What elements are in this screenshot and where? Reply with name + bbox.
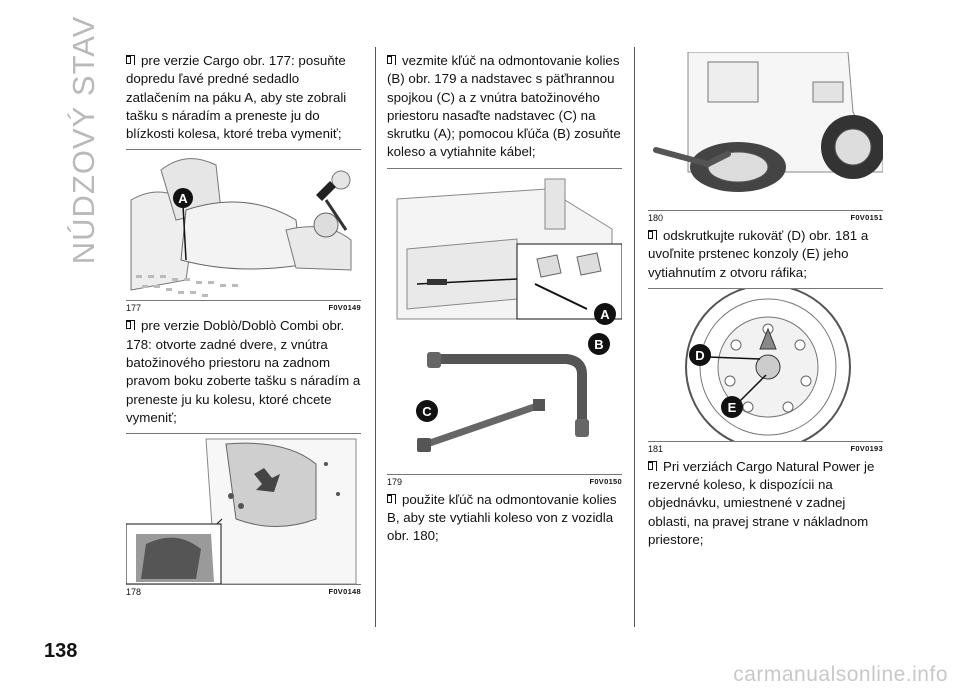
paragraph-text: pre verzie Doblò/Doblò Combi obr. 178: o…: [126, 318, 361, 425]
marker-b-icon: [588, 332, 610, 355]
marker-a-icon: [594, 302, 616, 325]
figure-code: F0V0150: [589, 476, 622, 486]
figure-178: [126, 433, 361, 585]
paragraph-text: Pri verziách Cargo Natural Power je reze…: [648, 458, 875, 548]
figure-code: F0V0151: [850, 213, 883, 222]
bullet-icon: [126, 320, 135, 331]
paragraph-text: vezmite kľúč na odmontovanie kolies (B) …: [387, 53, 621, 160]
paragraph-text: odskrutkujte rukoväť (D) obr. 181 a uvoľ…: [648, 228, 869, 280]
spare-wheel-bracket-illustration: D E: [648, 288, 883, 441]
paragraph: použite kľúč na odmontovanie kolies B, a…: [387, 491, 622, 546]
figure-code: F0V0193: [850, 443, 883, 453]
marker-a-label: A: [178, 191, 188, 206]
figure-180: [648, 52, 883, 210]
column-divider: [634, 47, 635, 627]
figure-number: 181: [648, 443, 664, 454]
column-1: pre verzie Cargo obr. 177: posuňte dopre…: [126, 52, 361, 601]
figure-caption: 178 F0V0148: [126, 584, 361, 597]
marker-d-icon: [689, 343, 711, 366]
figure-caption: 180 F0V0151: [648, 210, 883, 223]
bullet-icon: [126, 55, 135, 65]
figure-code: F0V0148: [328, 587, 361, 597]
paragraph: Pri verziách Cargo Natural Power je reze…: [648, 458, 883, 549]
column-2: vezmite kľúč na odmontovanie kolies (B) …: [387, 52, 622, 546]
paragraph: odskrutkujte rukoväť (D) obr. 181 a uvoľ…: [648, 227, 883, 282]
marker-d-label: D: [695, 348, 704, 363]
paragraph-text: pre verzie Cargo obr. 177: posuňte dopre…: [126, 53, 347, 142]
paragraph-text: použite kľúč na odmontovanie kolies B, a…: [387, 491, 617, 544]
figure-caption: 179 F0V0150: [387, 473, 622, 487]
page-number: 138: [44, 640, 78, 662]
chapter-title-text: NÚDZOVÝ STAV: [66, 15, 101, 265]
figure-caption: 177 F0V0149: [126, 300, 361, 313]
marker-a-label: A: [600, 307, 610, 322]
seat-lever-illustration: A: [126, 150, 361, 301]
bullet-icon: [648, 230, 657, 240]
figure-number: 180: [648, 213, 664, 223]
figure-177: A: [126, 149, 361, 301]
column-divider: [375, 47, 376, 627]
marker-e-label: E: [728, 400, 737, 415]
paragraph: vezmite kľúč na odmontovanie kolies (B) …: [387, 52, 622, 162]
figure-181: D E: [648, 287, 883, 441]
paragraph: pre verzie Doblò/Doblò Combi obr. 178: o…: [126, 317, 361, 427]
figure-number: 179: [387, 476, 403, 487]
luggage-bay-illustration: [126, 434, 361, 585]
spare-wheel-removal-illustration: [648, 52, 883, 210]
bullet-icon: [648, 460, 657, 471]
marker-c-label: C: [422, 404, 432, 419]
bullet-icon: [387, 493, 396, 504]
figure-179: A B C: [387, 167, 622, 474]
marker-e-icon: [721, 395, 743, 418]
wheel-wrench-illustration: A B C: [387, 168, 622, 474]
watermark: carmanualsonline.info: [733, 663, 948, 686]
marker-b-label: B: [594, 337, 603, 352]
marker-c-icon: [416, 399, 438, 422]
column-3: 180 F0V0151 odskrutkujte rukoväť (D) obr.…: [648, 52, 883, 549]
figure-code: F0V0149: [328, 303, 361, 313]
figure-number: 178: [126, 587, 142, 598]
chapter-title: NÚDZOVÝ STAV: [62, 16, 106, 265]
figure-number: 177: [126, 303, 142, 314]
paragraph: pre verzie Cargo obr. 177: posuňte dopre…: [126, 52, 361, 143]
figure-caption: 181 F0V0193: [648, 440, 883, 454]
marker-a-icon: [173, 188, 193, 209]
bullet-icon: [387, 55, 396, 65]
